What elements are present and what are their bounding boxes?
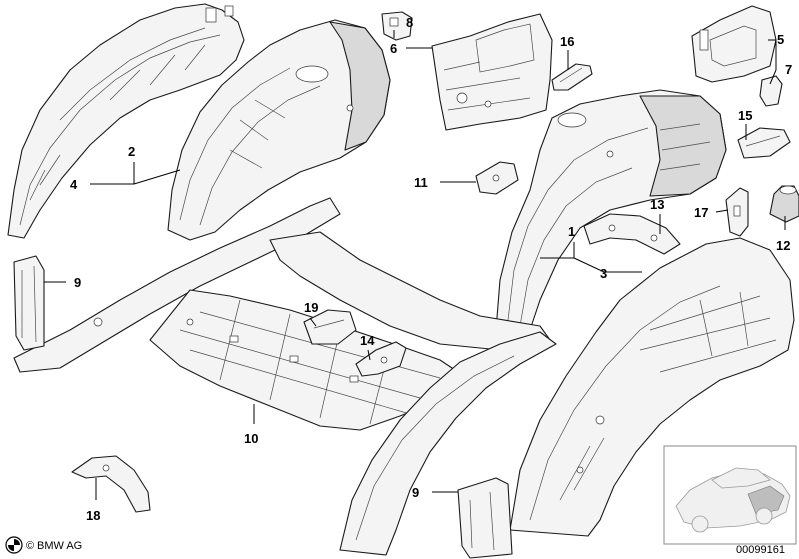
callout-8: 8 [406, 15, 413, 30]
brand-name: BMW AG [37, 540, 82, 552]
callout-14: 14 [360, 333, 375, 348]
callout-11: 11 [414, 175, 428, 190]
part-18-bracket [71, 455, 151, 513]
part-5-reinforcement-panel [691, 5, 777, 83]
part-15-bracket [737, 127, 791, 159]
part-13-strut-bracket [583, 213, 681, 255]
part-4-wheel-arch-outer-left [7, 3, 245, 239]
callout-7: 7 [785, 62, 792, 77]
callout-13: 13 [650, 197, 664, 212]
callout-3: 3 [600, 266, 607, 281]
callout-9-bottom: 9 [412, 485, 419, 500]
part-14-bracket [355, 341, 407, 377]
bmw-roundel-icon [5, 536, 23, 554]
part-11-bracket [475, 161, 519, 195]
part-17-bracket [725, 187, 749, 237]
copyright-symbol: © [26, 540, 34, 552]
callout-9-left: 9 [74, 275, 81, 290]
callout-6: 6 [390, 41, 397, 56]
part-7-mounting-bracket [759, 75, 783, 107]
part-9-reinforcement-plate-bottom [457, 477, 513, 559]
callout-19: 19 [304, 300, 318, 315]
part-10-rear-floor-frame [13, 197, 557, 556]
car-location-icon [675, 467, 791, 533]
diagram-number: 00099161 [736, 544, 785, 556]
callout-12: 12 [776, 238, 790, 253]
callout-17: 17 [694, 205, 708, 220]
part-8-bracket-clip [381, 11, 413, 41]
part-16-retaining-clip [551, 63, 593, 91]
part-1-wheelhouse-right [495, 89, 727, 337]
part-2-wheelhouse-left [167, 19, 391, 241]
part-12-rubber-buffer [769, 185, 799, 223]
callout-10: 10 [244, 431, 258, 446]
callout-1: 1 [568, 224, 575, 239]
leader-lines [44, 30, 786, 500]
brand-footer: © BMW AG [5, 536, 82, 554]
callout-labels: 1 2 3 4 5 6 7 8 9 9 10 11 12 13 14 15 16… [70, 15, 792, 523]
callout-15: 15 [738, 108, 752, 123]
callout-5: 5 [777, 32, 784, 47]
vehicle-location-inset: 00099161 [663, 445, 797, 556]
callout-4: 4 [70, 177, 78, 192]
part-6-trunk-side-panel [431, 13, 553, 131]
callout-2: 2 [128, 144, 135, 159]
part-9-reinforcement-plate-left [13, 255, 45, 351]
callout-16: 16 [560, 34, 574, 49]
callout-18: 18 [86, 508, 100, 523]
part-19-bracket [303, 309, 357, 345]
part-3-wheel-arch-outer-right [509, 237, 795, 537]
